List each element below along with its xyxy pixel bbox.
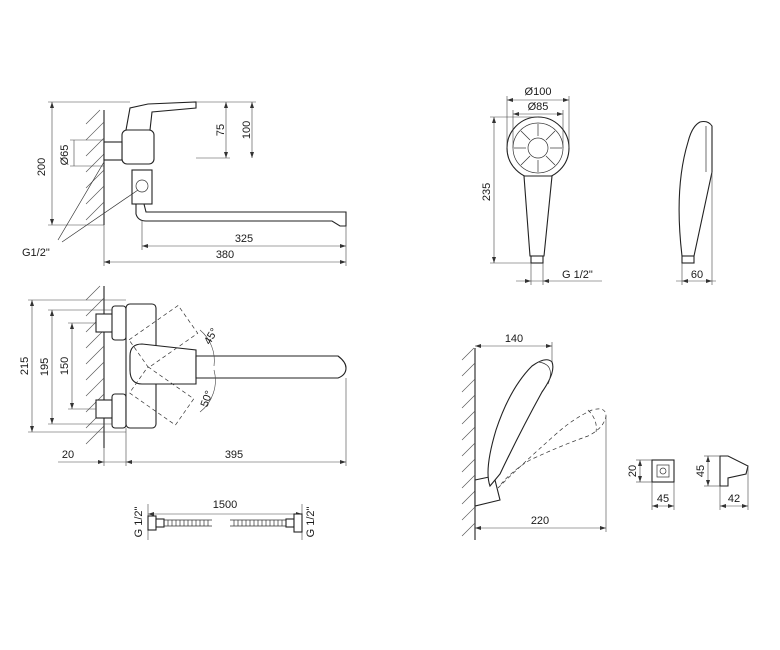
hand-shower-side-view: 60 xyxy=(676,120,716,285)
diverter-knob xyxy=(135,179,149,193)
flange-lower xyxy=(111,393,127,429)
faucet-side-view: 200 Ø65 G1/2" 75 100 325 380 xyxy=(22,101,347,266)
dim-label-100: 100 xyxy=(241,121,253,139)
lever-handle xyxy=(125,101,197,131)
dim-label-395: 395 xyxy=(225,449,243,461)
faucet-top-view: 45° 50° 215 195 150 20 395 xyxy=(19,285,347,466)
wall-connector xyxy=(103,141,123,161)
thread-label-shower: G 1/2" xyxy=(562,269,593,281)
lever-rotation-45 xyxy=(128,304,199,369)
dim-label-75: 75 xyxy=(215,124,227,136)
dim-label-235: 235 xyxy=(481,183,493,201)
hose-thread-right: G 1/2" xyxy=(305,507,317,538)
shower-handle-front xyxy=(523,175,553,257)
shower-hose: 1500 G 1/2" G 1/2" xyxy=(133,499,317,540)
shower-in-holder xyxy=(487,359,554,488)
shower-alt-face xyxy=(587,409,597,433)
dim-label-195: 195 xyxy=(39,358,51,376)
dim-label-bracket-20: 20 xyxy=(627,465,639,477)
dim-label-140: 140 xyxy=(505,333,523,345)
angle-label-50: 50° xyxy=(199,389,216,409)
hose-thread-left: G 1/2" xyxy=(133,507,145,538)
dim-label-60: 60 xyxy=(691,269,703,281)
spray-pattern xyxy=(514,124,562,172)
wall-hatch-holder xyxy=(461,347,476,540)
flange-upper xyxy=(111,305,127,341)
shower-alt-position xyxy=(497,408,607,489)
wall-bracket-front-view: 20 45 xyxy=(627,459,675,510)
dim-label-bracket-45h: 45 xyxy=(695,465,707,477)
shower-thread-front xyxy=(530,255,544,264)
bracket-side-profile xyxy=(719,455,749,487)
dim-label-20: 20 xyxy=(62,449,74,461)
hose-nut-left xyxy=(147,515,157,531)
thread-label-g12: G1/2" xyxy=(22,247,50,259)
hose-cone-left xyxy=(155,518,165,528)
dim-label-1500: 1500 xyxy=(213,499,237,511)
dim-label-dia65: Ø65 xyxy=(59,145,71,166)
shower-side-body xyxy=(678,120,713,257)
bracket-front-socket xyxy=(656,464,670,478)
bracket-front-hole xyxy=(659,467,667,475)
dim-label-dia85: Ø85 xyxy=(528,101,549,113)
dim-label-dia100: Ø100 xyxy=(525,86,552,98)
wall-holder xyxy=(474,475,501,507)
wall-hatch-top xyxy=(85,285,105,448)
dim-label-215: 215 xyxy=(19,357,31,375)
dim-label-bracket-45w: 45 xyxy=(657,493,669,505)
angle-label-45: 45° xyxy=(202,326,221,346)
wall-hatch-side xyxy=(85,109,105,225)
shower-holder-view: 140 220 xyxy=(461,333,607,540)
dim-label-150: 150 xyxy=(59,357,71,375)
angle-arc-lower xyxy=(199,369,216,413)
dim-label-380: 380 xyxy=(216,249,234,261)
spout-top xyxy=(195,355,347,379)
dim-label-bracket-42: 42 xyxy=(728,493,740,505)
hose-ribs-left xyxy=(167,520,209,526)
diverter-block xyxy=(131,169,153,205)
hose-cone-right xyxy=(285,518,295,528)
shower-side-thread xyxy=(681,255,695,264)
dim-label-200: 200 xyxy=(36,158,48,176)
spout xyxy=(135,203,347,227)
shower-head-center xyxy=(527,137,549,159)
dim-label-220: 220 xyxy=(531,515,549,527)
hose-ribs-right xyxy=(233,520,283,526)
lever-rotation-50 xyxy=(129,366,195,426)
hose-nut-right xyxy=(293,513,303,533)
wall-bracket-side-view: 45 42 xyxy=(695,455,749,510)
shower-face-held xyxy=(537,361,551,385)
bracket-front-plate xyxy=(651,459,675,483)
angle-arc-upper xyxy=(199,329,215,367)
mixer-body xyxy=(121,129,155,165)
lever-top xyxy=(129,343,197,385)
dim-label-325: 325 xyxy=(235,233,253,245)
hand-shower-front-view: Ø100 Ø85 235 G 1/2" xyxy=(481,86,602,285)
